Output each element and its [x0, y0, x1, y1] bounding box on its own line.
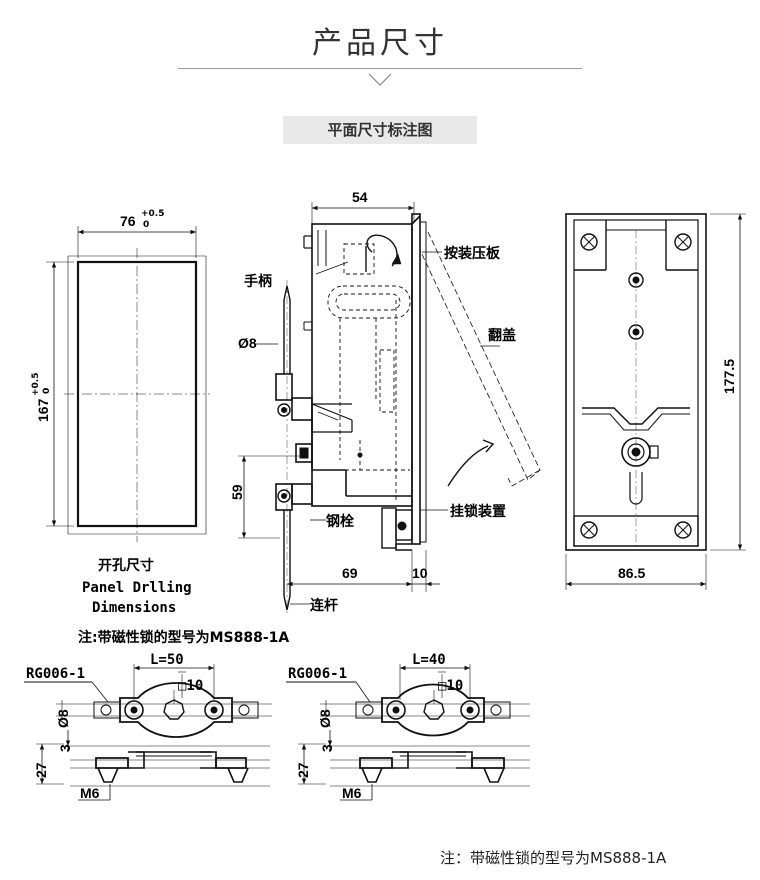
- label-steel-bolt: 钢栓: [326, 513, 354, 530]
- label-press-plate: 按装压板: [444, 245, 501, 262]
- cutout-caption-en-1: Panel Drlling: [82, 580, 192, 596]
- rod-1-thread: M6: [80, 785, 100, 801]
- rod-2-thread: M6: [342, 785, 362, 801]
- rod-detail-1: [24, 664, 272, 801]
- label-connecting-rod: 连杆: [310, 597, 338, 614]
- cutout-height-tol-lower: 0: [42, 388, 52, 394]
- panel-cutout-view: [46, 226, 210, 542]
- rod-2-offset: 3: [319, 744, 335, 752]
- side-dim-69: 69: [342, 565, 358, 581]
- cutout-width-tol-upper: +0.5: [141, 209, 164, 219]
- rod-2-height: 27: [295, 762, 311, 778]
- rod-1-dia: Ø8: [55, 709, 71, 728]
- top-note: 注:带磁性锁的型号为MS888-1A: [78, 629, 289, 646]
- rod-2-ref: RG006-1: [288, 666, 347, 682]
- rod-1-square: □10: [178, 678, 203, 694]
- rod-1-length: L=50: [150, 652, 184, 668]
- rod-2-square: □10: [438, 678, 463, 694]
- cutout-caption-en-2: Dimensions: [92, 600, 176, 616]
- label-hanging-lock: 挂锁装置: [450, 503, 506, 520]
- rod-2-dia: Ø8: [317, 709, 333, 728]
- rod-1-height: 27: [33, 762, 49, 778]
- chevron-down-icon: [368, 73, 392, 86]
- side-rod-dia: Ø8: [238, 335, 257, 351]
- side-dim-59: 59: [229, 484, 245, 500]
- side-top-width-dim: 54: [352, 189, 368, 205]
- cutout-caption-cn: 开孔尺寸: [98, 557, 154, 574]
- label-flip-cover: 翻盖: [488, 327, 516, 344]
- rod-2-length: L=40: [412, 652, 446, 668]
- side-view: [238, 202, 541, 616]
- rod-detail-2: [286, 664, 530, 801]
- front-height-dim: 177.5: [721, 359, 737, 394]
- front-view: [565, 213, 746, 590]
- section-subtitle: 平面尺寸标注图: [283, 116, 477, 144]
- title-divider: [178, 68, 582, 69]
- page-title: 产品尺寸: [312, 26, 448, 61]
- front-width-dim: 86.5: [618, 565, 645, 581]
- cutout-width-tol-lower: 0: [143, 220, 149, 230]
- cutout-height-dim: 167: [35, 398, 51, 422]
- footer-note: 注：带磁性锁的型号为MS888-1A: [440, 849, 667, 867]
- cutout-height-tol-upper: +0.5: [31, 373, 41, 396]
- cutout-width-dim: 76: [120, 213, 136, 229]
- side-dim-10: 10: [412, 565, 428, 581]
- label-handle: 手柄: [244, 273, 272, 290]
- rod-1-ref: RG006-1: [26, 666, 85, 682]
- rod-1-offset: 3: [57, 744, 73, 752]
